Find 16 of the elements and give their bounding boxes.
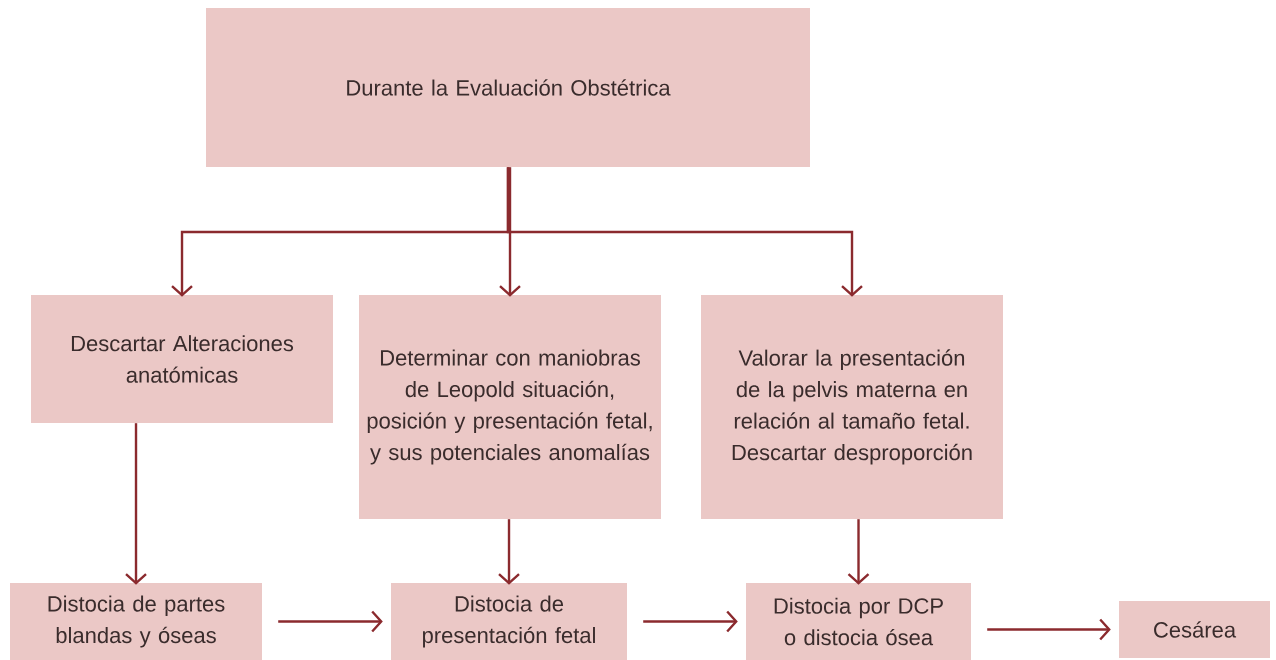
process-box: Cesárea (1119, 601, 1270, 658)
arrow (499, 167, 521, 297)
arrow (987, 618, 1111, 641)
process-box: Distocia de partes blandas y óseas (10, 583, 262, 660)
arrow (278, 610, 383, 633)
process-box: Distocia por DCP o distocia ósea (746, 583, 971, 660)
arrow (125, 423, 147, 585)
process-box: Valorar la presentación de la pelvis materna en relación al tamaño fetal. Descartar desproporción (701, 295, 1003, 519)
arrow (506, 167, 863, 297)
process-box: Descartar Alteraciones anatómicas (31, 295, 333, 423)
arrow (847, 519, 870, 585)
arrow (498, 519, 520, 585)
process-box: Determinar con maniobras de Leopold situación, posición y presentación fetal, y sus potenciales anomalías (359, 295, 661, 519)
process-box: Durante la Evaluación Obstétrica (206, 8, 810, 167)
arrow (643, 610, 738, 633)
process-box: Distocia de presentación fetal (391, 583, 627, 660)
